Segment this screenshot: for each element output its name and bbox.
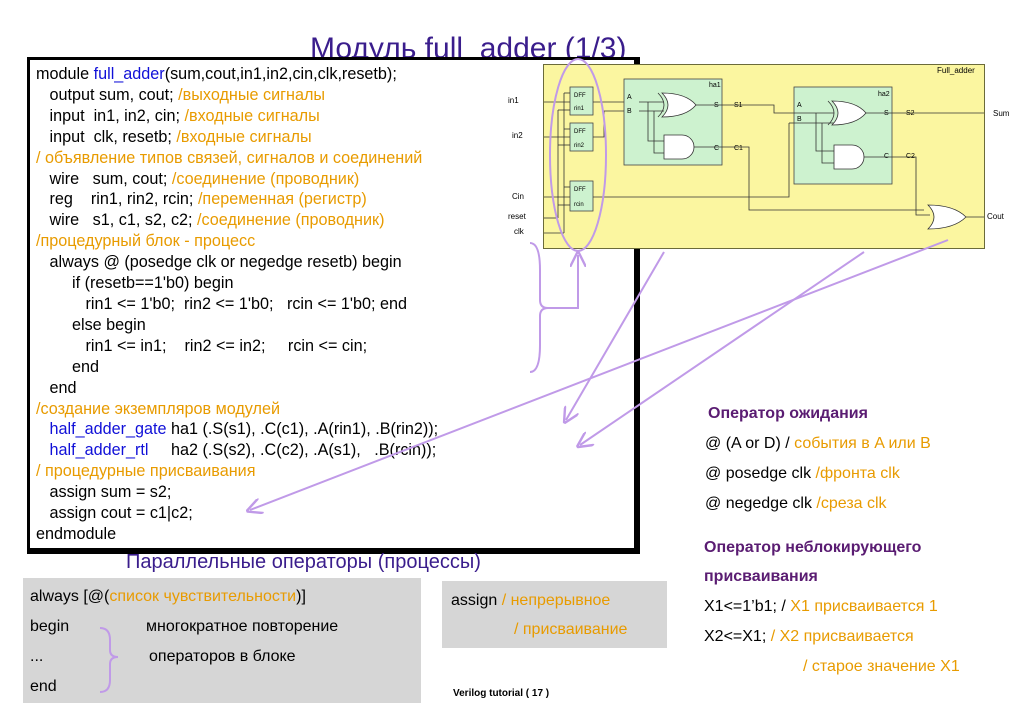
code-line: assign sum = s2; xyxy=(36,483,172,502)
assign-line: / присваивание xyxy=(514,621,628,638)
or-gate xyxy=(927,204,967,230)
always-description: операторов в блоке xyxy=(149,648,296,665)
code-text: module full_adder(sum,cout,in1,in2,cin,c… xyxy=(36,64,438,545)
code-line: input in1, in2, cin; /входные сигналы xyxy=(36,106,320,125)
port-label: B xyxy=(627,108,632,115)
code-comment: /входные сигналы xyxy=(184,106,320,125)
schematic-svg: Full_adder DFF rin1 DFF rin2 DFF rcin in… xyxy=(544,66,984,234)
always-box: always [@(список чувствительности)] begi… xyxy=(23,578,421,703)
xor-gate xyxy=(831,100,867,126)
nonblocking-row: / старое значение X1 xyxy=(803,658,960,675)
code-line: if (resetb==1'b0) begin xyxy=(36,274,234,293)
code-line: end xyxy=(36,357,99,376)
input-cin-label: Cin xyxy=(512,192,525,201)
code-comment: / процедурные присваивания xyxy=(36,462,256,481)
ellipsis-line: ... xyxy=(30,648,44,665)
full-adder-schematic: Full_adder DFF rin1 DFF rin2 DFF rcin in… xyxy=(543,64,985,249)
wait-row: @ posedge clk /фронта clk xyxy=(705,465,900,482)
dff-label: rcin xyxy=(574,202,584,208)
input-in1-label: in1 xyxy=(508,96,519,105)
code-line: half_adder_rtl ha2 (.S(s2), .C(c2), .A(s… xyxy=(36,441,437,460)
code-comment: /входные сигналы xyxy=(176,127,312,146)
net-label: C1 xyxy=(734,145,743,152)
code-line: rin1 <= 1'b0; rin2 <= 1'b0; rcin <= 1'b0… xyxy=(36,294,408,313)
net-label: C2 xyxy=(906,153,915,160)
parallel-operators-title: Параллельные операторы (процессы) xyxy=(126,551,481,573)
ha1-label: ha1 xyxy=(709,82,721,89)
dff-label: rin1 xyxy=(574,106,585,112)
begin-line: begin xyxy=(30,618,70,635)
nonblocking-heading: присваивания xyxy=(704,568,818,585)
dff-label: rin2 xyxy=(574,143,585,149)
code-comment: /выходные сигналы xyxy=(178,85,326,104)
wait-row: @ (A or D) / события в A или B xyxy=(705,435,931,452)
output-sum-label: Sum xyxy=(993,109,1010,118)
code-line: endmodule xyxy=(36,524,117,543)
port-label: S xyxy=(714,102,719,109)
code-line: wire s1, c1, s2, c2; /соединение (провод… xyxy=(36,211,385,230)
input-reset-label: reset xyxy=(508,212,526,221)
code-line: half_adder_gate ha1 (.S(s1), .C(c1), .A(… xyxy=(36,420,439,439)
port-label: A xyxy=(627,94,632,101)
code-line: else begin xyxy=(36,315,146,334)
always-description: многократное повторение xyxy=(146,618,339,635)
code-line: wire sum, cout; /соединение (проводник) xyxy=(36,169,360,188)
code-line: assign cout = c1|c2; xyxy=(36,504,193,523)
dff-label: DFF xyxy=(574,93,586,99)
wait-operator-heading: Оператор ожидания xyxy=(708,405,868,422)
code-comment: /соединение (проводник) xyxy=(171,169,360,188)
input-clk-label: clk xyxy=(514,227,524,236)
instance-type: half_adder_rtl xyxy=(36,441,149,460)
port-label: C xyxy=(884,153,889,160)
nonblocking-row: X1<=1’b1; / X1 присваивается 1 xyxy=(704,598,938,615)
code-comment: /переменная (регистр) xyxy=(197,190,367,209)
port-label: A xyxy=(797,102,802,109)
code-line: rin1 <= in1; rin2 <= in2; rcin <= cin; xyxy=(36,336,368,355)
nonblocking-heading: Оператор неблокирующего xyxy=(704,539,922,556)
code-line: output sum, cout; /выходные сигналы xyxy=(36,85,326,104)
net-label: S2 xyxy=(906,110,915,117)
dff-label: DFF xyxy=(574,187,586,193)
net-label: S1 xyxy=(734,102,743,109)
port-label: B xyxy=(797,116,802,123)
input-in2-label: in2 xyxy=(512,131,523,140)
ha2-label: ha2 xyxy=(878,91,890,98)
xor-gate xyxy=(661,92,697,118)
code-comment: /процедурный блок - процесс xyxy=(36,232,256,251)
code-comment: /соединение (проводник) xyxy=(197,211,385,230)
code-line: module full_adder(sum,cout,in1,in2,cin,c… xyxy=(36,65,397,83)
end-line: end xyxy=(30,678,57,695)
code-comment: /создание экземпляров модулей xyxy=(36,399,281,418)
code-line: always @ (posedge clk or negedge resetb)… xyxy=(36,253,402,272)
nonblocking-row: X2<=X1; / X2 присваивается xyxy=(704,628,914,645)
ha2-gates xyxy=(827,100,867,170)
module-name: full_adder xyxy=(93,65,165,83)
and-gate xyxy=(663,134,695,160)
instance-type: half_adder_gate xyxy=(36,420,167,439)
always-line: always [@(список чувствительности)] xyxy=(30,588,306,605)
port-label: S xyxy=(884,110,889,117)
assign-line: assign / непрерывное xyxy=(451,592,611,609)
dff-label: DFF xyxy=(574,129,586,135)
code-line: input clk, resetb; /входные сигналы xyxy=(36,127,312,146)
ha1-gates xyxy=(657,92,697,160)
port-label: C xyxy=(714,145,719,152)
assign-box: assign / непрерывное / присваивание xyxy=(442,581,667,648)
output-cout-label: Cout xyxy=(987,212,1004,221)
and-gate xyxy=(833,144,865,170)
code-line: reg rin1, rin2, rcin; /переменная (регис… xyxy=(36,190,367,209)
footer: Verilog tutorial ( 17 ) xyxy=(453,688,550,699)
code-comment: / объявление типов связей, сигналов и со… xyxy=(36,148,423,167)
wait-row: @ negedge clk /среза clk xyxy=(705,495,887,512)
schematic-title: Full_adder xyxy=(937,66,975,75)
code-line: end xyxy=(36,378,77,397)
